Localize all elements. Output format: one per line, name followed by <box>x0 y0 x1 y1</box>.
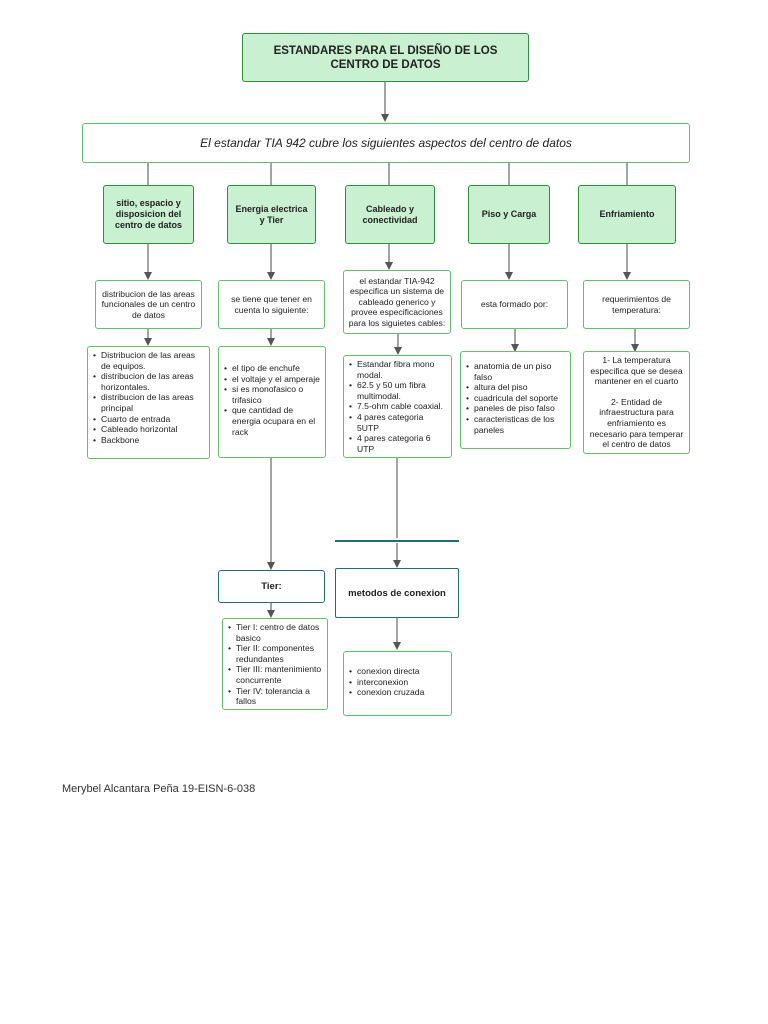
header-tier: Tier: <box>218 570 325 603</box>
list-item: Tier I: centro de datos basico <box>228 622 323 643</box>
list-item: 4 pares categoria 6 UTP <box>349 433 447 454</box>
list-item: Tier II: componentes redundantes <box>228 643 323 664</box>
subtitle: El estandar TIA 942 cubre los siguientes… <box>82 123 690 163</box>
list-item: distribucion de las areas principal <box>93 392 205 413</box>
list-item: Tier III: mantenimiento concurrente <box>228 664 323 685</box>
list-conexion: conexion directa interconexion conexion … <box>343 651 452 716</box>
list-cableado: Estandar fibra mono modal. 62.5 y 50 um … <box>343 355 452 458</box>
list-item: conexion directa <box>349 666 447 677</box>
list-item: 7.5-ohm cable coaxial. <box>349 401 447 412</box>
list-item: 62.5 y 50 um fibra multimodal. <box>349 380 447 401</box>
list-sitio: Distribucion de las areas de equipos. di… <box>87 346 210 459</box>
list-tier: Tier I: centro de datos basico Tier II: … <box>222 618 328 710</box>
note-enfriamiento: requerimientos de temperatura: <box>583 280 690 329</box>
list-item: el tipo de enchufe <box>224 363 321 374</box>
list-item: caracteristicas de los paneles <box>466 414 566 435</box>
header-energia: Energia electrica y Tier <box>227 185 316 244</box>
list-item: anatomia de un piso falso <box>466 361 566 382</box>
list-item: Tier IV: tolerancia a fallos <box>228 686 323 707</box>
list-item: conexion cruzada <box>349 687 447 698</box>
header-sitio: sitio, espacio y disposicion del centro … <box>103 185 194 244</box>
header-conexion: metodos de conexion <box>335 568 459 618</box>
divider-line <box>335 540 459 542</box>
list-item: 4 pares categoria 5UTP <box>349 412 447 433</box>
list-item: distribucion de las areas horizontales. <box>93 371 205 392</box>
note-energia: se tiene que tener en cuenta lo siguient… <box>218 280 325 329</box>
list-item: el voltaje y el amperaje <box>224 374 321 385</box>
list-energia: el tipo de enchufe el voltaje y el amper… <box>218 346 326 458</box>
list-item: Estandar fibra mono modal. <box>349 359 447 380</box>
text-temperatura: 1- La temperatura especifica que se dese… <box>590 355 683 387</box>
list-item: si es monofasico o trifasico <box>224 384 321 405</box>
header-enfriamiento: Enfriamiento <box>578 185 676 244</box>
note-piso: esta formado por: <box>461 280 568 329</box>
list-item: que cantidad de energia ocupara en el ra… <box>224 405 321 437</box>
list-item: paneles de piso falso <box>466 403 566 414</box>
header-piso: Piso y Carga <box>468 185 550 244</box>
list-item: Distribucion de las areas de equipos. <box>93 350 205 371</box>
note-cableado: el estandar TIA-942 especifica un sistem… <box>343 270 451 334</box>
text-infraestructura: 2- Entidad de infraestructura para enfri… <box>589 396 684 450</box>
author-footer: Merybel Alcantara Peña 19-EISN-6-038 <box>62 783 256 795</box>
list-item: interconexion <box>349 677 447 688</box>
text-enfriamiento: 1- La temperatura especifica que se dese… <box>583 351 690 454</box>
main-title: ESTANDARES PARA EL DISEÑO DE LOS CENTRO … <box>242 33 529 82</box>
list-item: Cuarto de entrada <box>93 414 205 425</box>
list-item: Backbone <box>93 435 205 446</box>
list-piso: anatomia de un piso falso altura del pis… <box>460 351 571 449</box>
note-sitio: distribucion de las areas funcionales de… <box>95 280 202 329</box>
header-cableado: Cableado y conectividad <box>345 185 435 244</box>
list-item: cuadricula del soporte <box>466 393 566 404</box>
list-item: altura del piso <box>466 382 566 393</box>
list-item: Cableado horizontal <box>93 424 205 435</box>
